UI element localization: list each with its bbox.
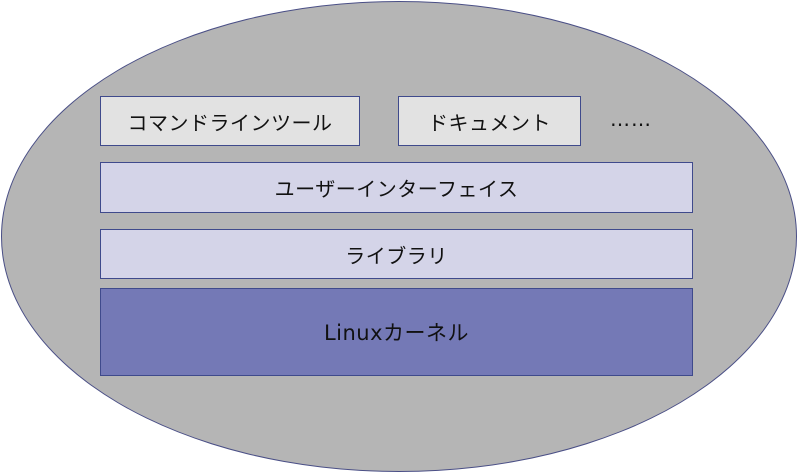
more-ellipsis: …… — [610, 107, 652, 131]
kernel-label: Linuxカーネル — [323, 321, 470, 345]
command-line-tools-label: コマンドラインツール — [127, 110, 333, 135]
library-layer: ライブラリ — [100, 229, 693, 279]
user-interface-label: ユーザーインターフェイス — [274, 177, 519, 201]
command-line-tools-box: コマンドラインツール — [100, 96, 360, 146]
kernel-layer: Linuxカーネル — [100, 288, 693, 376]
documents-box: ドキュメント — [398, 96, 581, 146]
documents-label: ドキュメント — [428, 110, 551, 135]
user-interface-layer: ユーザーインターフェイス — [100, 162, 693, 213]
library-label: ライブラリ — [345, 243, 448, 268]
